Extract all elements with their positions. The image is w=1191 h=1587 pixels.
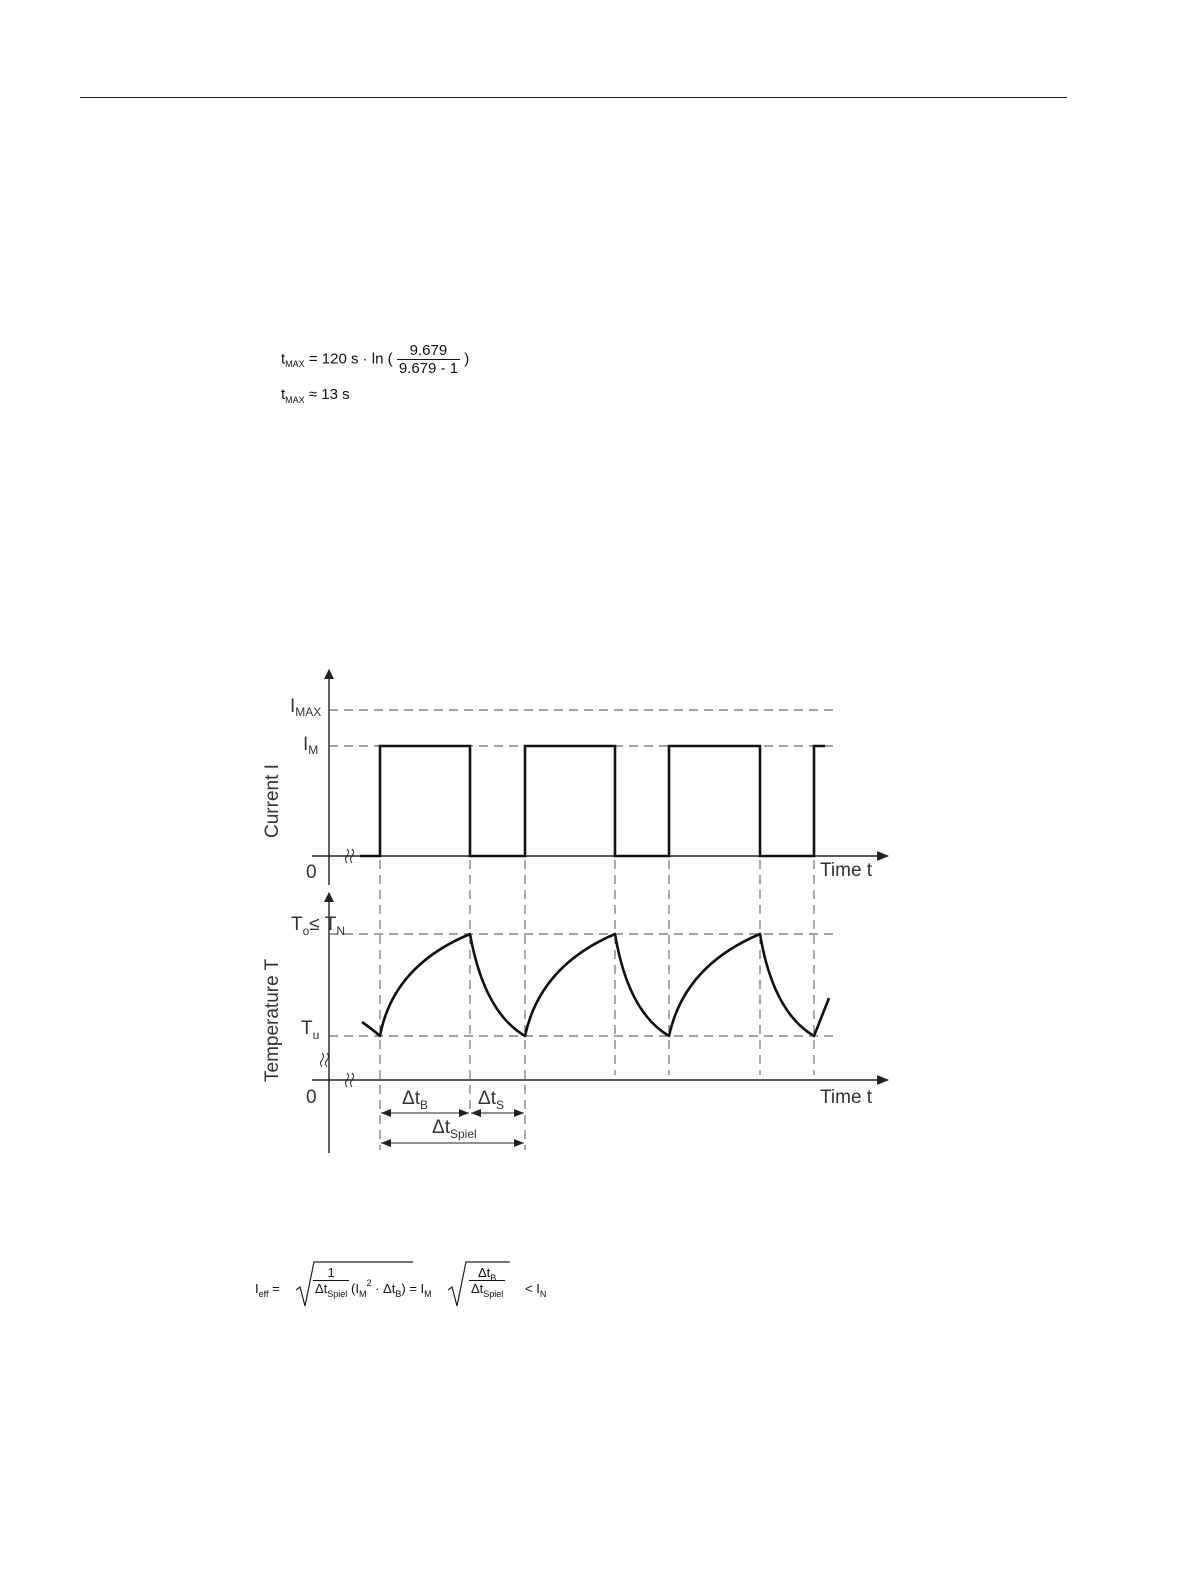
axis-break-bottom — [321, 1053, 354, 1087]
zero-bottom-label: 0 — [306, 1087, 317, 1108]
imax-sub: MAX — [295, 705, 321, 719]
tn-main: T — [325, 914, 337, 935]
to-main: T — [291, 914, 303, 935]
ieff-b-sub: B — [395, 1289, 401, 1299]
zero-top-label: 0 — [306, 862, 317, 883]
ieff-eq2: = I — [409, 1281, 424, 1296]
ieff-im2-sub: M — [424, 1289, 432, 1299]
ieff-sq: 2 — [366, 1278, 371, 1288]
dt-b-main: Δt — [402, 1088, 421, 1109]
tu-main: T — [301, 1018, 313, 1039]
imax-label: IMAX — [290, 696, 321, 719]
dt-spiel-label: ΔtSpiel — [432, 1117, 477, 1141]
dt-b-label: ΔtB — [402, 1088, 428, 1112]
ieff-paren-expr: (IM2 · ΔtB) = IM — [351, 1281, 432, 1296]
to-tn-label: To≤TN — [291, 914, 345, 938]
ieff-lt: < I — [525, 1281, 540, 1296]
tn-sub: N — [336, 924, 345, 938]
dt-spiel-main: Δt — [432, 1117, 451, 1138]
dt-s-label: ΔtS — [478, 1088, 504, 1112]
temperature-axis-label: Temperature T — [262, 958, 283, 1082]
ieff-sub: eff — [259, 1289, 269, 1299]
ieff-frac2-den-sub: Spiel — [483, 1289, 503, 1299]
ieff-frac1: 1 ΔtSpiel — [313, 1265, 349, 1296]
time-label-top: Time t — [820, 860, 873, 881]
ieff-paren-open: (I — [351, 1281, 359, 1296]
ieff-frac2-num: ΔtB — [469, 1265, 505, 1281]
ieff-frac2: ΔtB ΔtSpiel — [469, 1265, 505, 1296]
current-axis-label: Current I — [262, 764, 283, 838]
ieff-im-sub: M — [359, 1289, 367, 1299]
ieff-frac1-den: ΔtSpiel — [313, 1281, 349, 1296]
ieff-frac2-den: ΔtSpiel — [469, 1281, 505, 1296]
ieff-n-sub: N — [540, 1289, 547, 1299]
ieff-lhs: Ieff = — [255, 1281, 280, 1296]
ieff-frac1-den-var: Δt — [315, 1281, 327, 1296]
ieff-frac1-den-sub: Spiel — [327, 1289, 347, 1299]
ieff-frac2-num-sub: B — [490, 1273, 496, 1283]
current-square-wave — [360, 746, 825, 856]
tu-sub: u — [313, 1028, 320, 1042]
time-label-bottom: Time t — [820, 1087, 873, 1108]
ieff-mid: · Δt — [375, 1281, 395, 1296]
ieff-paren-close: ) — [401, 1281, 405, 1296]
dt-spiel-sub: Spiel — [450, 1127, 477, 1141]
leq-sign: ≤ — [309, 914, 319, 935]
tu-label: Tu — [301, 1018, 319, 1042]
dt-b-sub: B — [420, 1098, 428, 1112]
vertical-guide-lines — [380, 860, 814, 1150]
dt-s-sub: S — [496, 1098, 504, 1112]
ieff-frac2-num-var: Δt — [478, 1265, 490, 1280]
ieff-lt-expr: < IN — [525, 1281, 546, 1296]
ieff-eq1: = — [272, 1281, 280, 1296]
ieff-frac2-den-var: Δt — [471, 1281, 483, 1296]
im-sub: M — [308, 743, 318, 757]
dt-s-main: Δt — [478, 1088, 497, 1109]
temperature-curve — [362, 934, 829, 1036]
ieff-formula: Ieff = 1 ΔtSpiel (IM2 · ΔtB) = IM ΔtB Δt… — [255, 1264, 575, 1314]
im-label: IM — [303, 734, 318, 757]
ieff-frac1-num: 1 — [313, 1265, 349, 1281]
